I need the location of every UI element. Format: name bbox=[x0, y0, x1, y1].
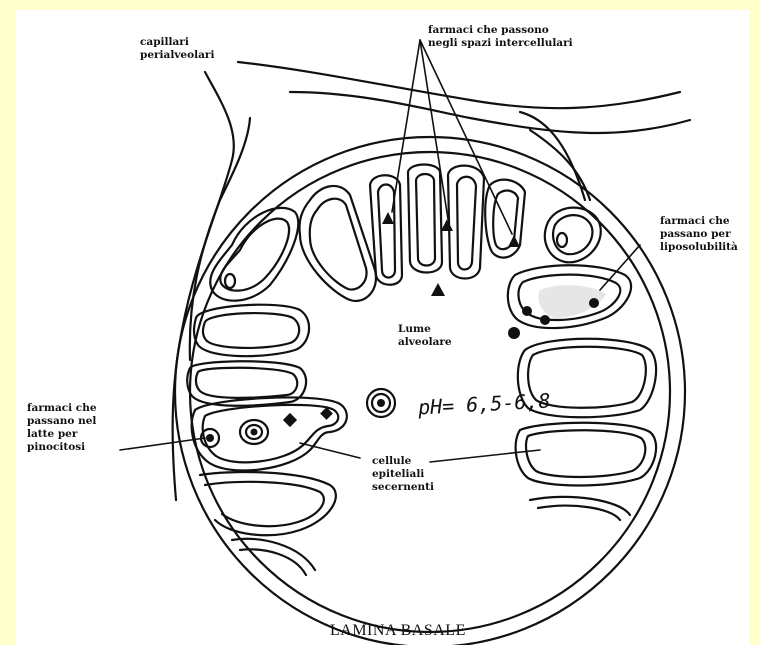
label-lume: Lume alveolare bbox=[398, 323, 452, 349]
vesicle bbox=[557, 233, 567, 247]
epithelial-cell bbox=[299, 186, 375, 301]
pointer-line bbox=[430, 450, 540, 462]
epithelial-cell bbox=[370, 175, 402, 285]
epithelial-cell bbox=[192, 397, 347, 470]
vesicle bbox=[367, 389, 395, 417]
epithelial-cell bbox=[448, 166, 484, 279]
epithelial-cell bbox=[408, 165, 442, 273]
drug-marker bbox=[441, 219, 453, 231]
drug-marker bbox=[382, 212, 394, 224]
pointer-line bbox=[120, 438, 205, 450]
lamina-basale-outer bbox=[175, 137, 685, 645]
vesicle bbox=[240, 420, 268, 444]
capillary-vessel bbox=[238, 62, 680, 108]
drug-marker bbox=[431, 283, 445, 296]
drug-marker bbox=[283, 413, 297, 427]
label-capillari: capillari perialveolari bbox=[140, 36, 214, 62]
drug-marker bbox=[522, 306, 532, 316]
label-lamina-basale: LAMINA BASALE bbox=[330, 622, 466, 640]
label-intercellulari: farmaci che passono negli spazi intercel… bbox=[428, 24, 573, 50]
label-pinocitosi: farmaci che passano nel latte per pinoci… bbox=[27, 402, 97, 454]
epithelial-cell bbox=[194, 305, 309, 356]
epithelial-cell bbox=[210, 208, 298, 301]
drug-marker bbox=[508, 235, 520, 247]
drug-marker bbox=[540, 315, 550, 325]
label-cellule: cellule epiteliali secernenti bbox=[372, 455, 434, 494]
drug-marker bbox=[508, 327, 520, 339]
epithelial-cell bbox=[530, 497, 630, 520]
epithelial-cell bbox=[516, 423, 657, 486]
drug-marker bbox=[589, 298, 599, 308]
vesicle bbox=[225, 274, 235, 288]
epithelial-cell bbox=[200, 472, 336, 535]
capillary-vessel bbox=[290, 92, 690, 133]
label-liposolubilita: farmaci che passano per liposolubilità bbox=[660, 215, 738, 254]
